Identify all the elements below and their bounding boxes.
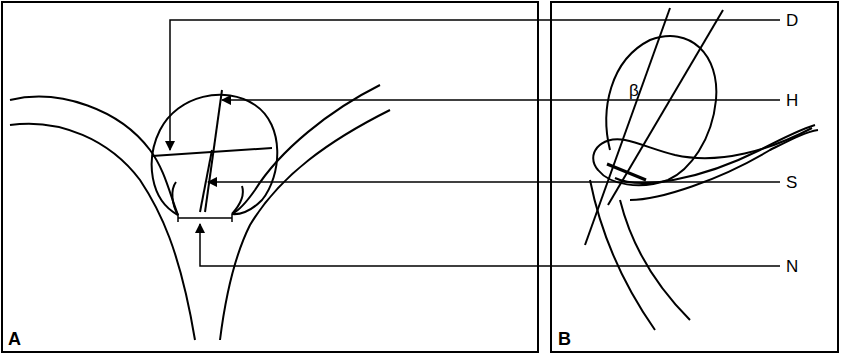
panel-letter: B	[558, 330, 571, 348]
leader-line	[200, 224, 780, 266]
dimension-label: D	[786, 12, 798, 29]
sac-length-line	[200, 150, 212, 212]
panel-frame	[551, 2, 838, 352]
dimension-label: S	[786, 174, 797, 191]
neck-wall	[232, 186, 243, 214]
panel-letter: A	[8, 330, 21, 348]
neck-wall	[172, 182, 178, 215]
vessel-wall	[593, 128, 812, 185]
vessel-wall	[10, 124, 195, 340]
vessel-wall	[630, 130, 818, 200]
angle-label: β	[629, 82, 639, 99]
height-line	[205, 90, 222, 212]
axis-line	[585, 8, 670, 245]
leader-line	[208, 181, 780, 183]
axis-line	[608, 10, 723, 205]
neck-bracket	[178, 214, 232, 222]
vessel-wall	[620, 200, 690, 320]
dimension-label: N	[786, 258, 798, 275]
vessel-wall	[615, 125, 815, 183]
neck-line	[607, 164, 646, 180]
vessel-wall	[220, 110, 390, 340]
panel-frame	[2, 2, 538, 352]
dimension-label: H	[786, 92, 798, 109]
leader-line	[222, 99, 780, 101]
